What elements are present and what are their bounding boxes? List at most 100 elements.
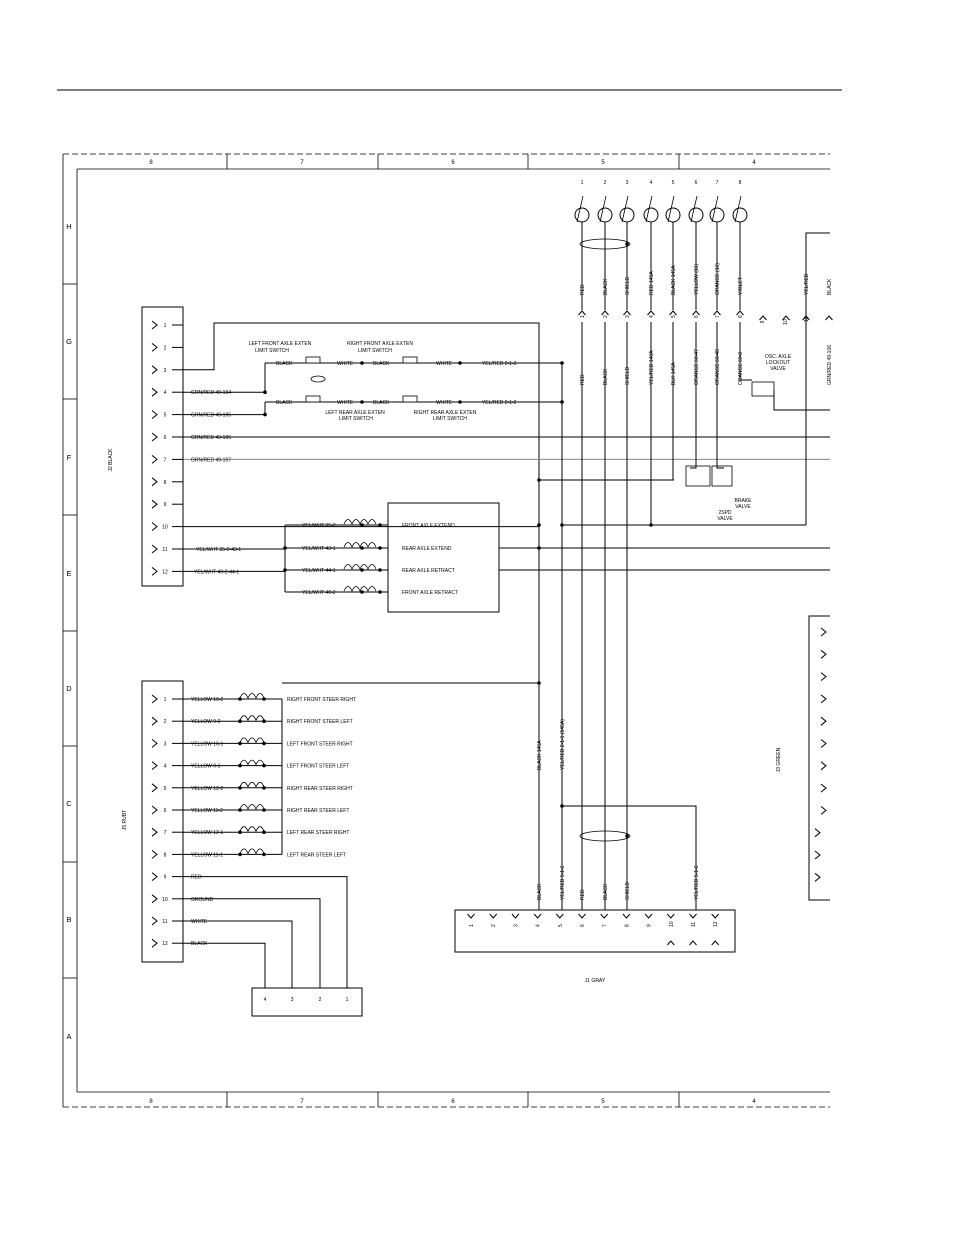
limit-switch-symbol xyxy=(305,356,321,364)
junction-dot xyxy=(537,546,541,550)
plug4-pin: 3 xyxy=(291,997,294,1003)
limit-switch-symbol xyxy=(402,356,418,364)
pin-chevron xyxy=(669,310,677,316)
j5-wire-label: YELLOW 10-1 xyxy=(191,741,223,747)
brake-valve-label: VALVE xyxy=(735,504,751,510)
junction-dot xyxy=(537,681,541,685)
j2-pin-number: 11 xyxy=(162,547,167,553)
top-pin-number: 6 xyxy=(694,315,700,318)
shield-ellipse xyxy=(579,830,631,842)
pin-chevron xyxy=(578,913,586,919)
solenoid-function-label: FRONT AXLE RETRACT xyxy=(402,590,458,596)
steer-coil xyxy=(239,781,265,788)
frame-column-label: 8 xyxy=(149,1099,153,1105)
pin-chevron xyxy=(578,310,586,316)
top-pin-number: 7 xyxy=(715,315,721,318)
pin-chevron xyxy=(692,310,700,316)
j5-pin-number: 3 xyxy=(164,741,167,747)
top-wire-label: VIOLET xyxy=(738,277,744,295)
junction-dot xyxy=(537,478,541,482)
right-wire-label: BLACK xyxy=(827,278,833,295)
junction-dot xyxy=(625,834,629,838)
j1-pin-number: 2 xyxy=(491,924,497,927)
pin-chevron xyxy=(689,940,697,946)
top-wire-label: RED xyxy=(580,284,586,295)
pin-chevron xyxy=(151,410,158,419)
solenoid-coil xyxy=(343,586,377,592)
pin-chevron xyxy=(151,872,158,881)
frame-row-label: E xyxy=(66,569,71,578)
switch-wire-label: BLACK xyxy=(373,361,390,367)
top-terminal-number: 7 xyxy=(716,180,719,186)
frame-row-label: B xyxy=(66,915,71,924)
switch-wire-label: BLACK xyxy=(276,400,293,406)
junction-dot xyxy=(560,361,564,365)
lower-wire-label: ORANGE 60-48 xyxy=(715,349,721,385)
pin-chevron xyxy=(151,805,158,815)
j2-pin-number: 3 xyxy=(164,368,167,374)
pin-chevron xyxy=(622,913,631,919)
j5-wire-label: YELLOW 9-1 xyxy=(191,764,221,770)
pin-chevron xyxy=(151,716,158,726)
rf-switch-label: RIGHT FRONT AXLE EXTEN xyxy=(347,341,413,347)
j5-dest-label: LEFT FRONT STEER RIGHT xyxy=(287,741,353,747)
solenoid-coil xyxy=(343,519,377,525)
twospeed-valve-coil xyxy=(711,465,733,487)
pin-chevron xyxy=(711,940,720,946)
wire-orange xyxy=(716,330,724,469)
j5-dest-label: LEFT FRONT STEER LEFT xyxy=(287,764,349,770)
frame-row-label: A xyxy=(66,1032,71,1041)
j5-pin-number: 10 xyxy=(162,897,168,903)
junction-dot xyxy=(262,808,266,812)
pin-chevron xyxy=(151,938,158,948)
junction-dot xyxy=(360,523,364,527)
junction-dot xyxy=(263,390,267,395)
junction-dot xyxy=(537,523,541,527)
j2-pin-number: 12 xyxy=(162,569,168,575)
j5-label: J5 RUBT xyxy=(122,810,128,830)
j2-wire-label: GRN/RED 49-104 xyxy=(191,390,231,396)
lf-switch-label: LIMIT SWITCH xyxy=(255,348,289,354)
right-pin: 11 xyxy=(804,317,810,322)
wire-j2-pin3 xyxy=(183,322,540,683)
steer-coil xyxy=(239,804,265,810)
frame-row-label: C xyxy=(66,799,72,808)
steer-coil xyxy=(239,759,265,766)
pin-chevron xyxy=(151,343,158,352)
frame-column-label: 7 xyxy=(300,160,304,166)
lockout-valve-label: OSC. AXLE xyxy=(765,354,792,360)
j5-wire-label: YELLOW 10-2 xyxy=(191,697,223,703)
j1-wire-label: YEL/RED 5-1-6 xyxy=(694,865,700,900)
ring-terminal-tab xyxy=(645,195,653,223)
j1-wire-label: BLACK xyxy=(537,883,543,900)
switch-wire-label: WHITE xyxy=(337,400,354,406)
pin-chevron xyxy=(151,916,158,926)
j5-pin-number: 7 xyxy=(164,830,167,836)
pin-chevron xyxy=(467,913,475,919)
j1-pin-number: 10 xyxy=(669,921,675,927)
frame-column-label: 6 xyxy=(451,1099,455,1105)
lower-wire-label: SHIELD xyxy=(625,367,631,385)
pin-chevron xyxy=(713,310,721,316)
lower-wire-label: ORANGE 60-47 xyxy=(694,349,700,385)
top-wire-label: BLACK xyxy=(603,278,609,295)
j2-wire-label: GRN/RED 49-106 xyxy=(191,435,231,441)
switch-wire-label: BLACK xyxy=(373,400,390,406)
junction-dot xyxy=(378,568,382,572)
j2-pin-number: 7 xyxy=(164,457,167,463)
top-pin-number: 2 xyxy=(603,315,609,318)
j5-wire-label: YELLOW 12-1 xyxy=(191,830,223,836)
pin-chevron xyxy=(151,544,158,554)
lower-wire-label: BLACK xyxy=(603,368,609,385)
wire-j5-red xyxy=(183,876,348,988)
plug4-pin: 4 xyxy=(264,997,267,1003)
top-wire-label: ORANGE (16) xyxy=(715,263,721,295)
pin-chevron xyxy=(689,913,697,919)
j2-pin-number: 5 xyxy=(164,413,167,419)
top-pin-number: 5 xyxy=(671,315,677,318)
ring-terminal-tab xyxy=(734,195,742,223)
right-wire-label: GRN/RED 49-106 xyxy=(827,345,833,385)
top-wire-label: SHIELD xyxy=(625,277,631,295)
